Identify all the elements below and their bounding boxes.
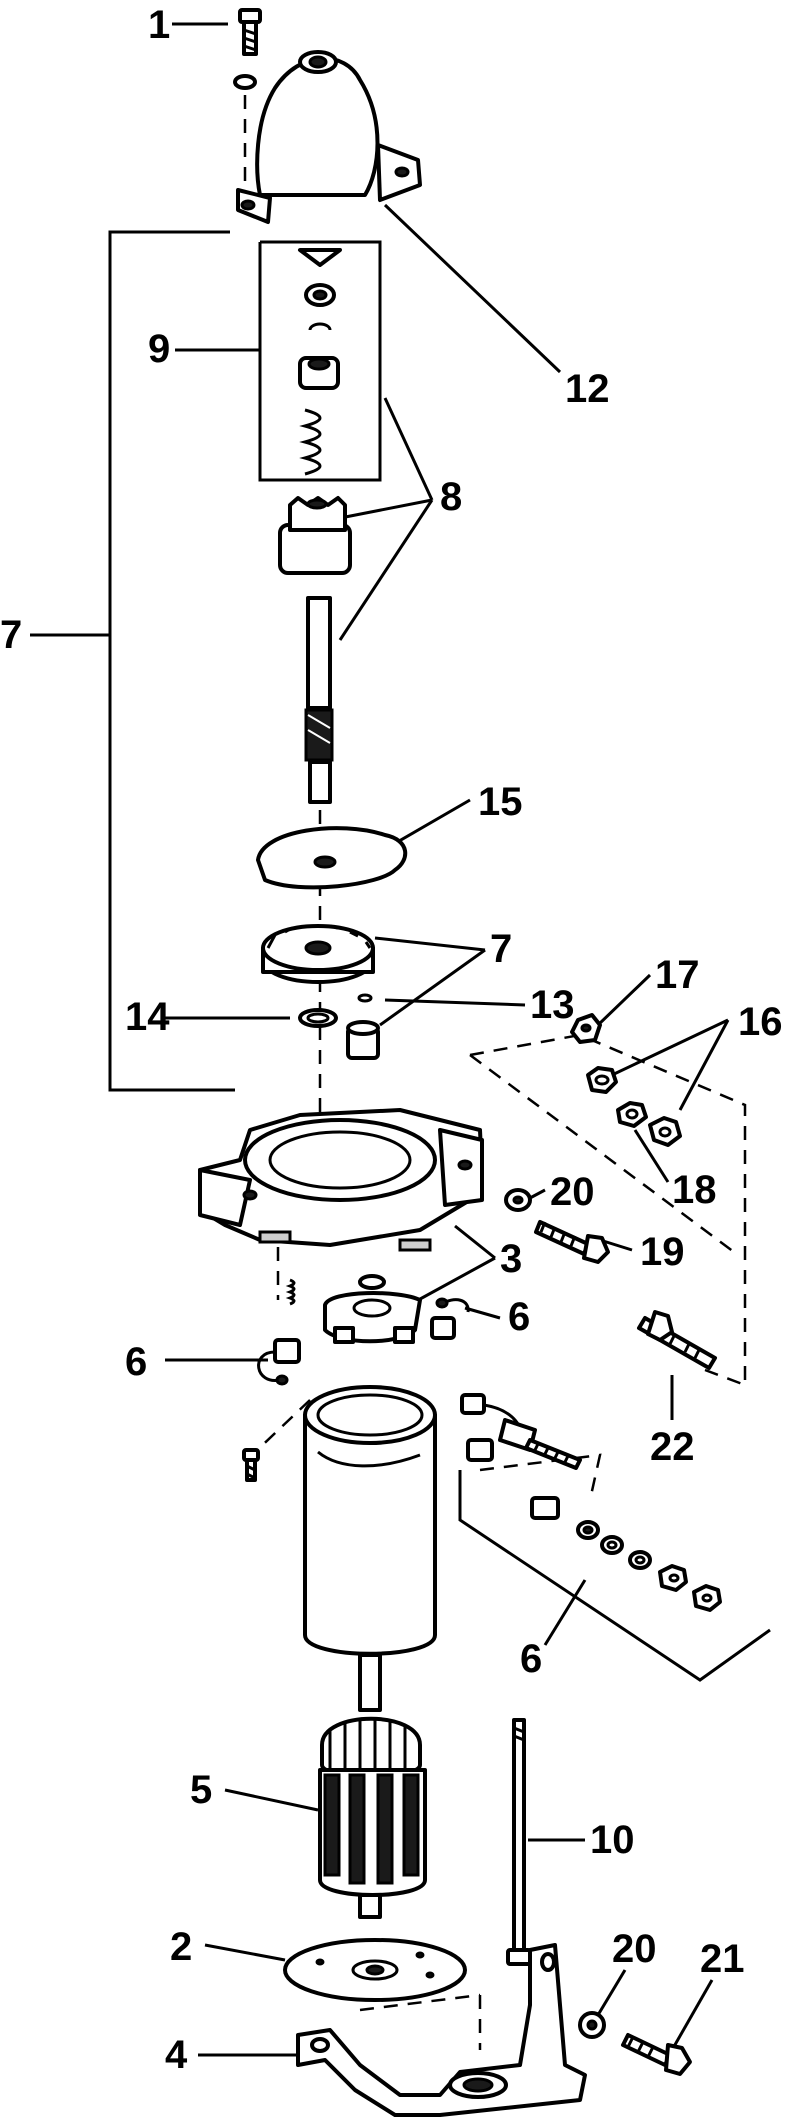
callout-22: 22	[650, 1425, 695, 1469]
callout-10: 10	[590, 1818, 635, 1862]
pinion-gear-part-8	[278, 496, 352, 575]
callout-9: 9	[148, 327, 170, 371]
drive-shaft	[304, 596, 334, 804]
brush-part-6-left	[257, 1338, 301, 1386]
callout-8: 8	[440, 475, 462, 519]
drive-housing	[198, 1108, 484, 1252]
callout-18: 18	[672, 1168, 717, 1212]
washer-part-20-lower	[578, 2011, 606, 2039]
callout-14: 14	[125, 995, 170, 1039]
leader-lines	[30, 22, 730, 2057]
brush-plate-part-3	[285, 1274, 422, 1344]
callout-6-right: 6	[508, 1295, 530, 1339]
callout-4: 4	[165, 2033, 188, 2077]
callout-3: 3	[500, 1237, 522, 1281]
callout-21: 21	[700, 1937, 745, 1981]
callout-2: 2	[170, 1925, 192, 1969]
planetary-gears-part-7	[261, 924, 380, 1060]
callout-16: 16	[738, 1000, 783, 1044]
callout-15: 15	[478, 780, 523, 824]
callout-19: 19	[640, 1230, 685, 1274]
callout-12: 12	[565, 367, 610, 411]
screw-part-1	[233, 8, 262, 90]
mounting-bracket-part-4	[296, 1943, 587, 2117]
thru-bolt-part-10	[506, 1718, 532, 1966]
bolt-part-21	[621, 2033, 692, 2076]
armature-part-5	[318, 1653, 427, 1919]
motor-frame	[303, 1385, 437, 1656]
callout-labels: 1 12 9 8 7 15 7 14 13 17 16 18 20 19 3 6…	[0, 3, 783, 2077]
small-screw	[242, 1448, 260, 1482]
callout-1: 1	[148, 3, 170, 47]
retainer-stack-part-9	[298, 248, 342, 476]
callout-7-left: 7	[0, 613, 22, 657]
bolt-part-19	[534, 1220, 610, 1264]
callout-7-right: 7	[490, 927, 512, 971]
assembly-brackets	[108, 230, 382, 1092]
ring-part-14	[298, 1008, 338, 1028]
brush-lead-part-6-bottom	[458, 1393, 771, 1682]
thrust-plate-part-15	[256, 826, 408, 890]
washer-part-20-upper	[504, 1188, 532, 1212]
callout-20-lower: 20	[612, 1927, 657, 1971]
terminal-hardware-parts-16-17-18	[570, 1013, 682, 1147]
callout-6-left: 6	[125, 1340, 147, 1384]
terminal-stud-part-22	[637, 1310, 717, 1370]
brush-part-6-right	[430, 1297, 470, 1340]
end-cap-part-12	[236, 50, 422, 224]
callout-20-upper: 20	[550, 1170, 595, 1214]
callout-17: 17	[655, 953, 700, 997]
callout-13: 13	[530, 983, 575, 1027]
callout-5: 5	[190, 1768, 212, 1812]
callout-6-bottom: 6	[520, 1637, 542, 1681]
end-plate-part-2	[283, 1938, 467, 2002]
